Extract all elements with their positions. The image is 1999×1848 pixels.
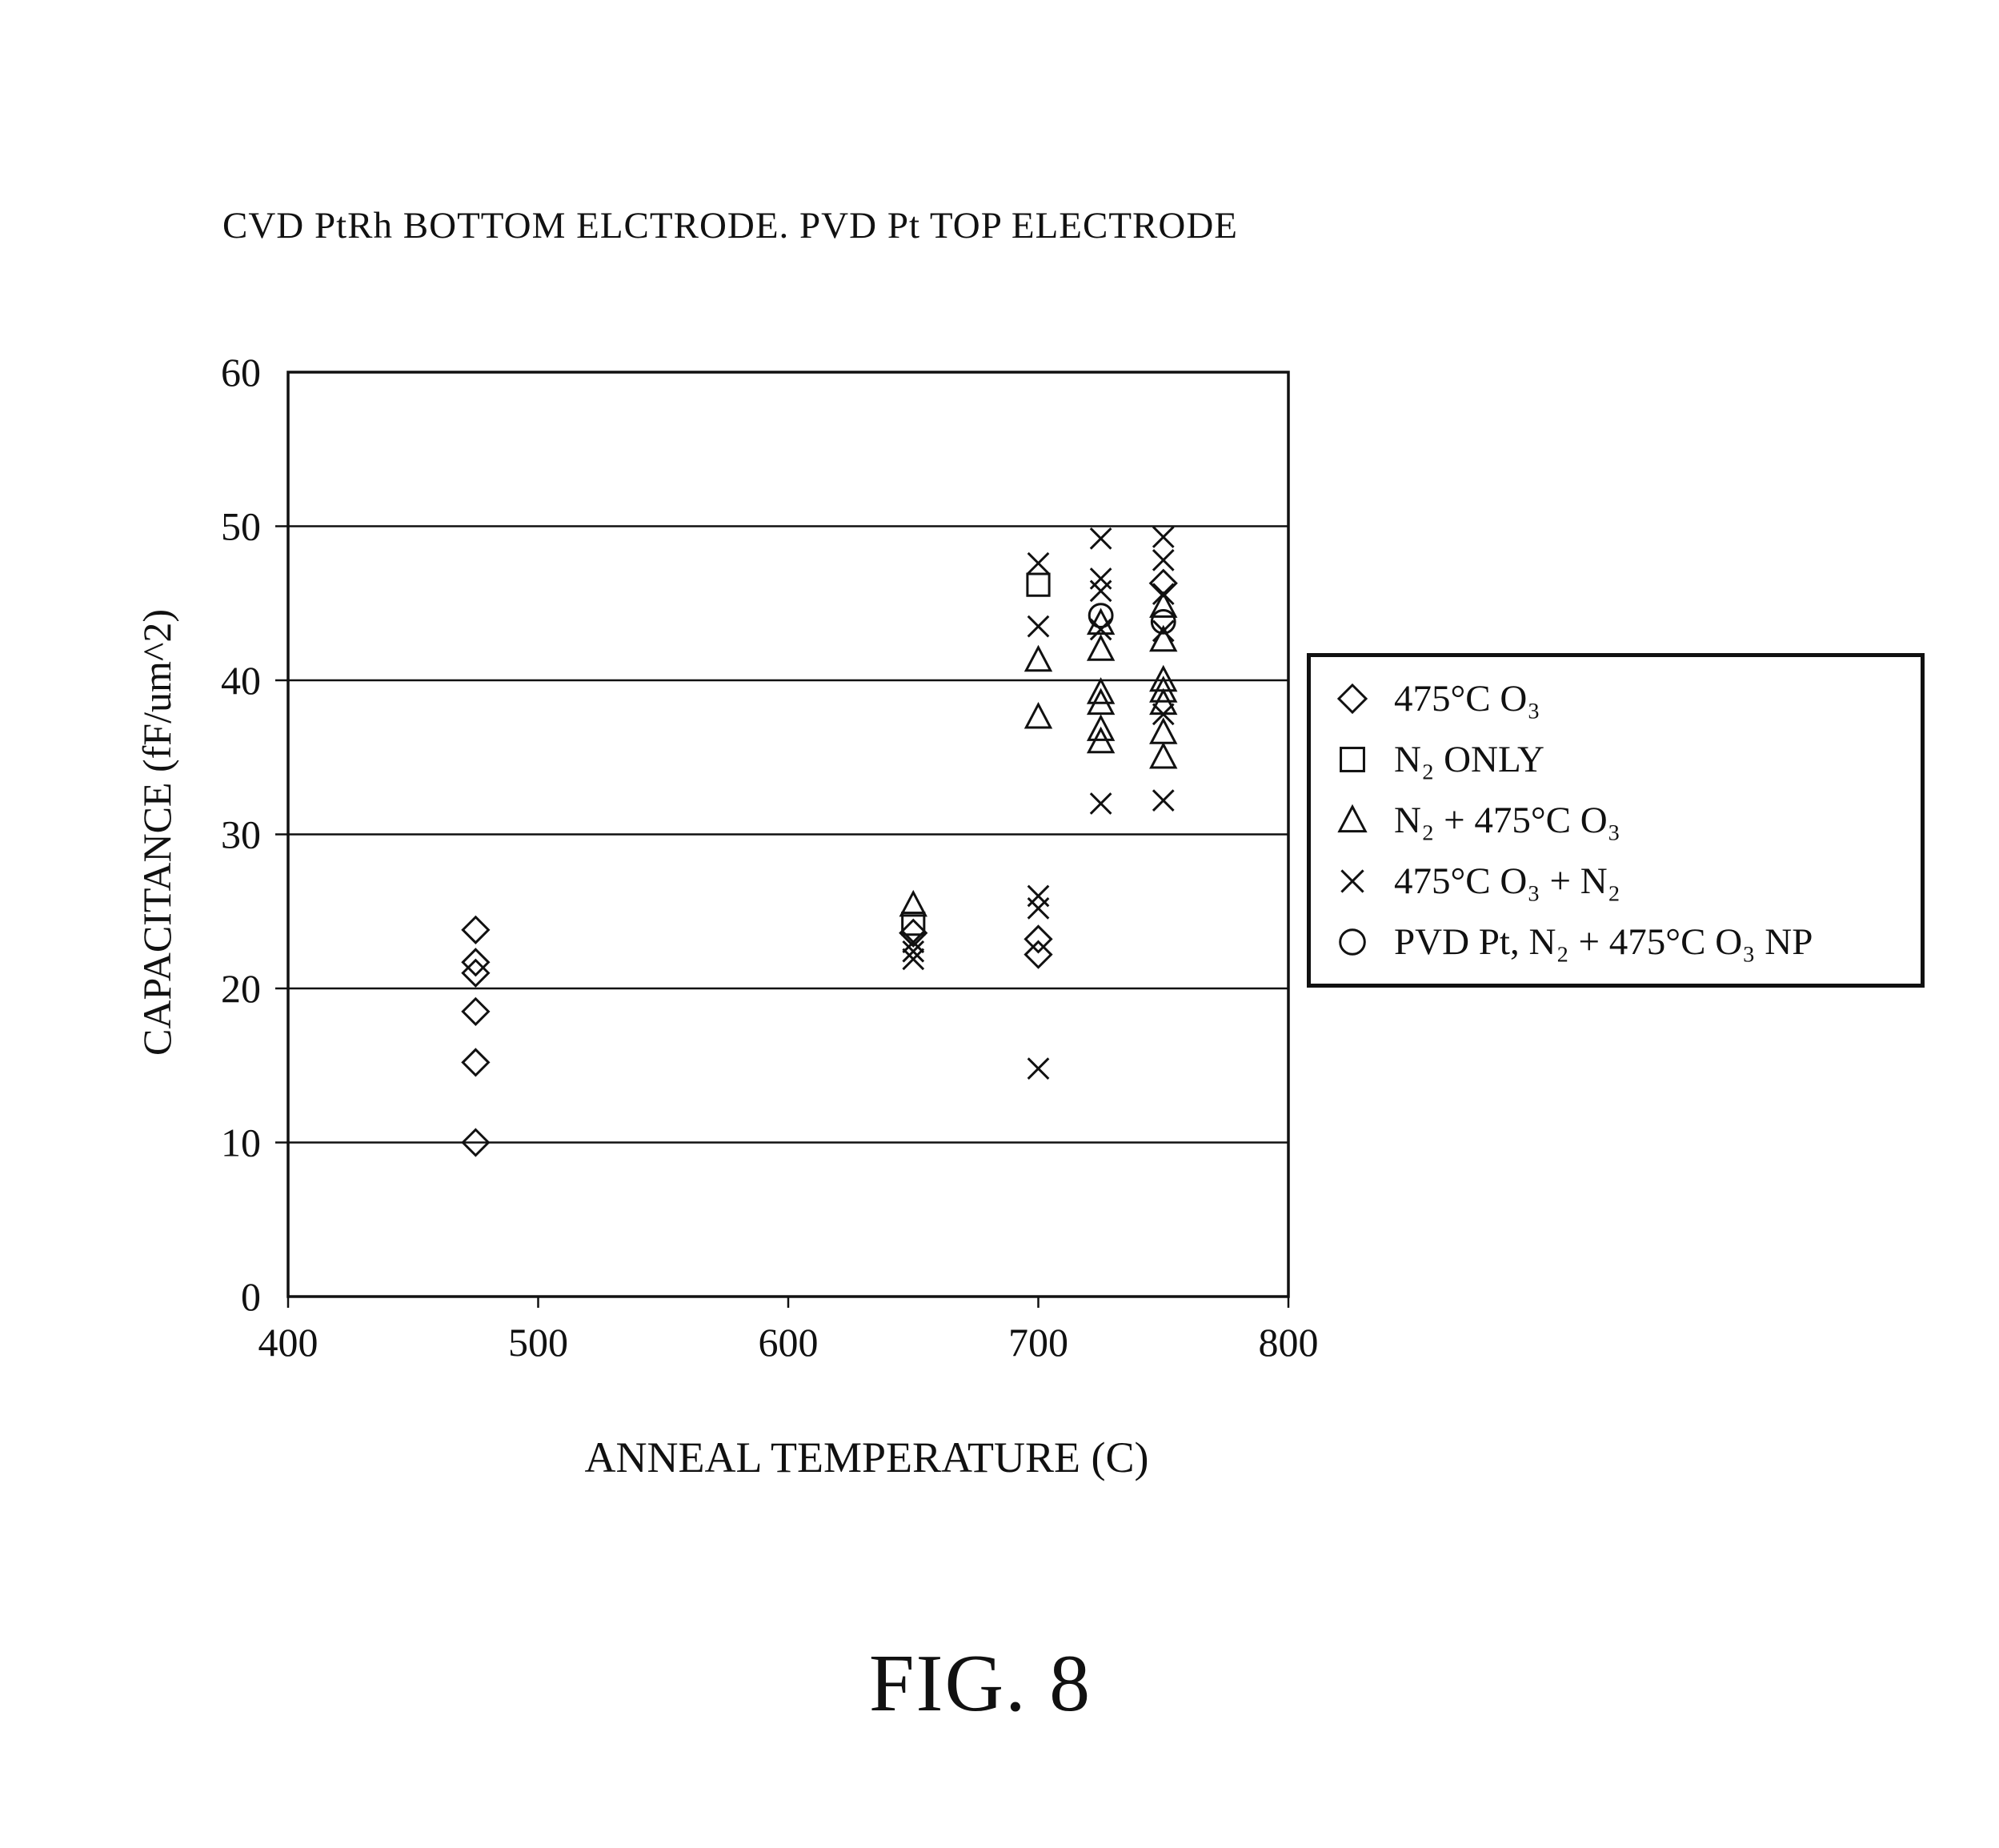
x-marker-icon <box>902 948 925 971</box>
legend-label: PVD Pt, N₂ + 475°C O₃ NP <box>1394 921 1813 963</box>
chart-title: CVD PtRh BOTTOM ELCTRODE. PVD Pt TOP ELE… <box>222 205 1238 247</box>
y-tick-label: 60 <box>221 350 261 395</box>
x-marker-icon <box>1089 618 1112 641</box>
diamond-marker-icon <box>1336 683 1368 715</box>
x-marker-icon <box>1340 869 1364 893</box>
x-marker-icon <box>1152 703 1175 726</box>
square-marker-icon <box>1340 747 1365 772</box>
legend-item-square: N₂ ONLY <box>1332 738 1900 781</box>
diamond-marker-icon <box>1024 924 1053 954</box>
legend-item-x: 475°C O₃ + N₂ <box>1332 860 1900 903</box>
triangle-marker-icon <box>1337 804 1368 833</box>
diamond-marker-icon <box>899 918 928 948</box>
circle-marker-icon <box>1339 928 1366 956</box>
triangle-marker-icon <box>1086 634 1116 661</box>
legend-label: 475°C O₃ <box>1394 678 1540 720</box>
diamond-marker-icon <box>1336 683 1368 715</box>
chart-legend: 475°C O₃ N₂ ONLY N₂ + 475°C O₃ 475°C O₃ + N… <box>1307 653 1925 988</box>
triangle-marker-icon <box>1149 742 1178 769</box>
x-marker-icon <box>1152 619 1175 643</box>
x-marker-icon <box>902 940 925 963</box>
legend-item-diamond: 475°C O₃ <box>1332 677 1900 720</box>
diamond-marker-icon <box>461 1048 491 1077</box>
x-marker-icon <box>1152 548 1175 571</box>
square-marker-icon <box>1340 747 1365 772</box>
diamond-marker-icon <box>461 948 491 977</box>
square-marker-icon <box>1026 572 1051 597</box>
y-tick-label: 50 <box>221 504 261 549</box>
x-marker-icon <box>1152 526 1175 548</box>
x-marker-icon <box>1089 527 1112 550</box>
x-tick-label: 800 <box>1259 1320 1319 1365</box>
y-tick-label: 10 <box>221 1120 261 1165</box>
triangle-marker-icon <box>1086 687 1116 716</box>
triangle-marker-icon <box>1024 701 1053 729</box>
circle-marker-icon <box>1088 603 1114 629</box>
x-marker-icon <box>1089 567 1112 590</box>
x-marker-icon <box>1027 551 1050 575</box>
triangle-marker-icon <box>1337 804 1368 833</box>
diamond-marker-icon <box>1024 940 1053 969</box>
triangle-marker-icon <box>1149 624 1178 652</box>
x-marker-icon <box>1027 884 1050 908</box>
legend-label: 475°C O₃ + N₂ <box>1394 860 1621 902</box>
x-marker-icon <box>1152 789 1175 812</box>
y-tick-label: 40 <box>221 658 261 703</box>
x-marker-icon <box>1340 869 1364 893</box>
x-marker-icon <box>1089 792 1112 815</box>
y-axis-label: CAPACITANCE (fF/um^2) <box>134 609 179 1056</box>
triangle-marker-icon <box>1149 675 1178 703</box>
y-tick-label: 20 <box>221 966 261 1011</box>
square-marker-icon <box>901 912 926 936</box>
diamond-marker-icon <box>461 996 491 1027</box>
triangle-marker-icon <box>1086 714 1116 741</box>
x-marker-icon <box>1027 1057 1050 1080</box>
x-tick-label: 500 <box>508 1320 568 1365</box>
circle-marker-icon <box>1150 608 1176 635</box>
x-axis-label: ANNEAL TEMPERATURE (C) <box>584 1433 1149 1481</box>
diamond-marker-icon <box>461 1128 491 1157</box>
legend-item-triangle: N₂ + 475°C O₃ <box>1332 799 1900 842</box>
circle-marker-icon <box>1339 928 1366 956</box>
legend-label: N₂ ONLY <box>1394 739 1544 780</box>
y-tick-label: 30 <box>221 812 261 857</box>
x-tick-label: 400 <box>258 1320 318 1365</box>
x-marker-icon <box>1152 583 1175 606</box>
y-tick-label: 0 <box>241 1274 261 1319</box>
triangle-marker-icon <box>899 889 927 917</box>
triangle-marker-icon <box>1086 726 1116 754</box>
triangle-marker-icon <box>1149 591 1178 618</box>
plot-border <box>286 371 1290 1298</box>
legend-label: N₂ + 475°C O₃ <box>1394 800 1621 841</box>
diamond-marker-icon <box>461 958 491 988</box>
x-marker-icon <box>1089 579 1112 603</box>
x-tick-label: 700 <box>1008 1320 1068 1365</box>
x-marker-icon <box>1027 897 1050 920</box>
figure-caption: FIG. 8 <box>868 1638 1092 1729</box>
diamond-marker-icon <box>461 915 491 944</box>
triangle-marker-icon <box>1024 644 1053 672</box>
legend-item-circle: PVD Pt, N₂ + 475°C O₃ NP <box>1332 920 1900 964</box>
triangle-marker-icon <box>1086 677 1116 704</box>
x-marker-icon <box>902 931 925 954</box>
x-tick-label: 600 <box>759 1320 819 1365</box>
x-marker-icon <box>1027 615 1050 638</box>
